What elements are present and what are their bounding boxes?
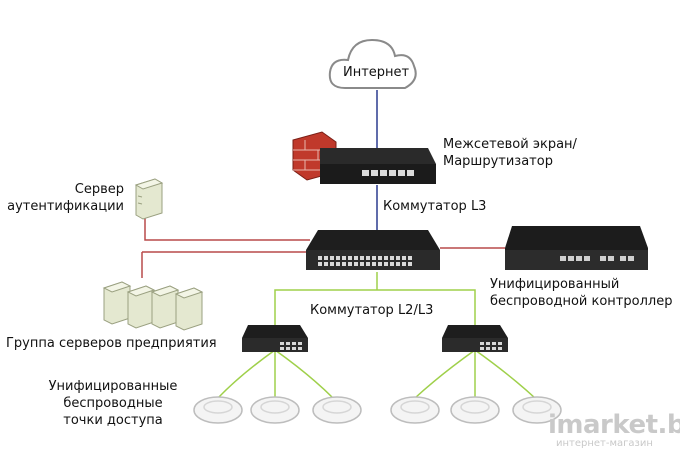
access-points-label-line1: Унифицированные — [48, 379, 178, 394]
firewall-label: Межсетевой экран/ Маршрутизатор — [443, 136, 577, 170]
l3-switch-label: Коммутатор L3 — [383, 199, 487, 214]
access-point-icons — [193, 396, 562, 424]
auth-server-label-line2: аутентификации — [7, 199, 124, 214]
l2l3-switch-right-icon — [442, 325, 508, 352]
watermark-tagline: интернет-магазин — [556, 438, 653, 449]
server-group-icon — [102, 281, 204, 331]
l2l3-switch-label: Коммутатор L2/L3 — [310, 303, 434, 318]
auth-server-label-line1: Сервер — [74, 182, 124, 197]
access-points-label: Унифицированные беспроводные точки досту… — [44, 378, 182, 429]
wireless-controller-label-line1: Унифицированный — [490, 277, 620, 292]
access-points-label-line2: беспроводные — [63, 396, 163, 411]
wireless-controller-label: Унифицированный беспроводной контроллер — [490, 276, 672, 310]
l3-switch-icon — [306, 230, 440, 270]
access-links — [217, 272, 536, 399]
internet-cloud-icon — [328, 38, 417, 89]
wireless-controller-label-line2: беспроводной контроллер — [490, 294, 673, 309]
watermark-brand: imarket.by — [548, 410, 680, 440]
router-device-icon — [320, 148, 436, 184]
auth-server-label: Сервер аутентификации — [0, 181, 124, 215]
wireless-controller-icon — [505, 226, 648, 270]
firewall-label-line1: Межсетевой экран/ — [443, 137, 577, 152]
access-points-label-line3: точки доступа — [63, 413, 163, 428]
firewall-label-line2: Маршрутизатор — [443, 154, 553, 169]
core-links — [141, 217, 505, 278]
internet-label: Интернет — [343, 65, 410, 80]
l2l3-switch-left-icon — [242, 325, 308, 352]
server-group-label: Группа серверов предприятия — [6, 336, 217, 351]
auth-server-icon — [134, 178, 164, 220]
